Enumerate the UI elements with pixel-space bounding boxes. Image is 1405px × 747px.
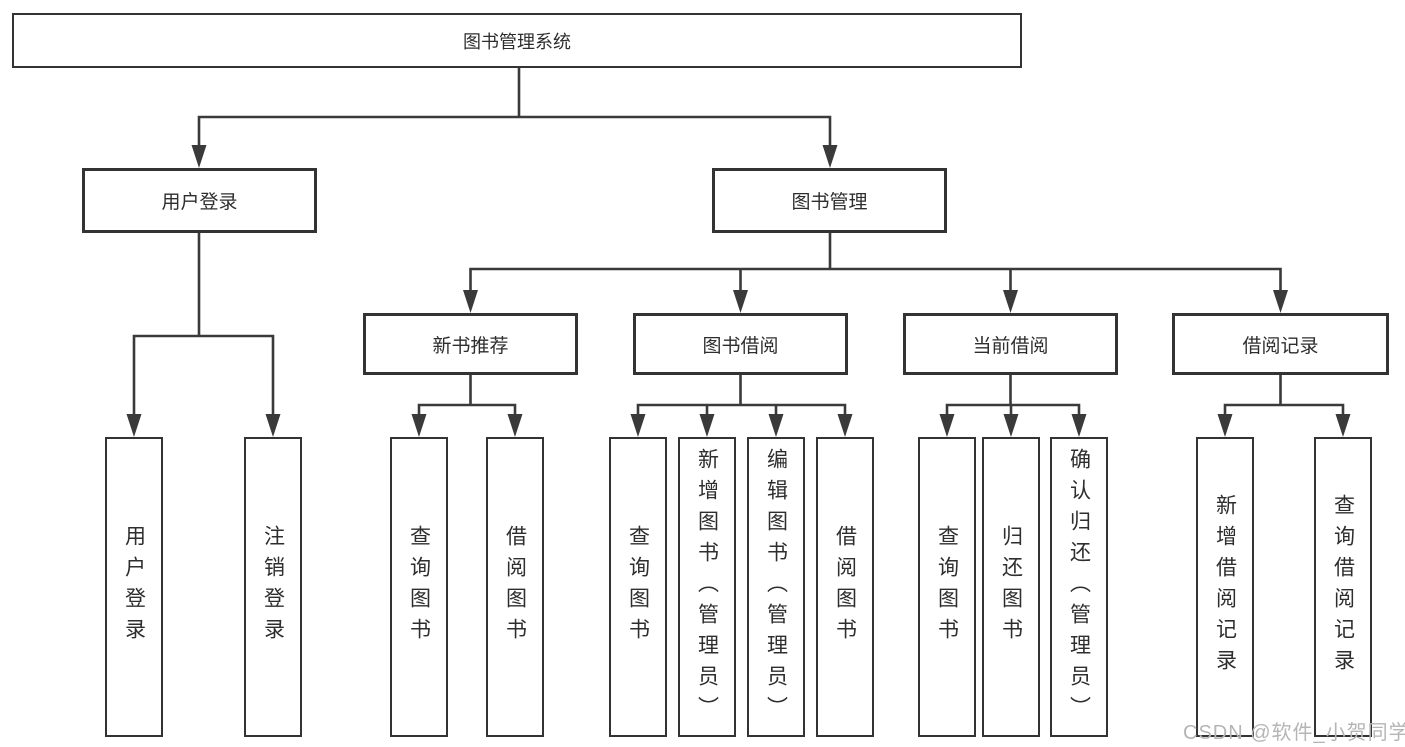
leaf-borrow-books-recommend-label: 借阅图书 <box>503 525 527 649</box>
node-borrow-records-label: 借阅记录 <box>1242 335 1319 357</box>
leaf-edit-book-admin-label: 编辑图书（管理员） <box>764 447 788 727</box>
watermark: CSDN @软件_小贺同学 <box>1183 722 1405 744</box>
leaf-query-books-current: 查询图书 <box>918 437 976 737</box>
leaf-user-login-label: 用户登录 <box>122 525 146 649</box>
node-current-borrow: 当前借阅 <box>903 313 1118 375</box>
node-book-management-label: 图书管理 <box>791 192 868 213</box>
leaf-confirm-return-admin-label: 确认归还（管理员） <box>1067 447 1091 727</box>
node-new-book-recommend: 新书推荐 <box>363 313 578 375</box>
leaf-query-books-recommend-label: 查询图书 <box>407 525 431 649</box>
leaf-add-borrow-record: 新增借阅记录 <box>1196 437 1254 737</box>
leaf-user-login: 用户登录 <box>105 437 163 737</box>
node-user-login-label: 用户登录 <box>161 192 238 213</box>
leaf-return-book-label: 归还图书 <box>999 525 1023 649</box>
leaf-query-books-current-label: 查询图书 <box>935 525 959 649</box>
leaf-query-books-recommend: 查询图书 <box>390 437 448 737</box>
leaf-query-books-borrow: 查询图书 <box>609 437 667 737</box>
node-book-borrow: 图书借阅 <box>633 313 848 375</box>
node-current-borrow-label: 当前借阅 <box>972 335 1049 357</box>
leaf-logout-label: 注销登录 <box>261 525 285 649</box>
leaf-confirm-return-admin: 确认归还（管理员） <box>1050 437 1108 737</box>
leaf-query-borrow-record-label: 查询借阅记录 <box>1331 494 1355 680</box>
leaf-borrow-books-label: 借阅图书 <box>833 525 857 649</box>
leaf-logout: 注销登录 <box>244 437 302 737</box>
node-book-borrow-label: 图书借阅 <box>702 335 779 357</box>
node-borrow-records: 借阅记录 <box>1172 313 1389 375</box>
leaf-query-books-borrow-label: 查询图书 <box>626 525 650 649</box>
node-book-management: 图书管理 <box>712 168 947 233</box>
leaf-add-borrow-record-label: 新增借阅记录 <box>1213 494 1237 680</box>
leaf-edit-book-admin: 编辑图书（管理员） <box>747 437 805 737</box>
leaf-borrow-books-recommend: 借阅图书 <box>486 437 544 737</box>
node-root-label: 图书管理系统 <box>463 31 571 52</box>
node-user-login: 用户登录 <box>82 168 317 233</box>
leaf-return-book: 归还图书 <box>982 437 1040 737</box>
node-root: 图书管理系统 <box>12 13 1022 68</box>
node-new-book-recommend-label: 新书推荐 <box>432 335 509 357</box>
leaf-query-borrow-record: 查询借阅记录 <box>1314 437 1372 737</box>
leaf-borrow-books: 借阅图书 <box>816 437 874 737</box>
leaf-add-book-admin-label: 新增图书（管理员） <box>695 447 719 727</box>
leaf-add-book-admin: 新增图书（管理员） <box>678 437 736 737</box>
